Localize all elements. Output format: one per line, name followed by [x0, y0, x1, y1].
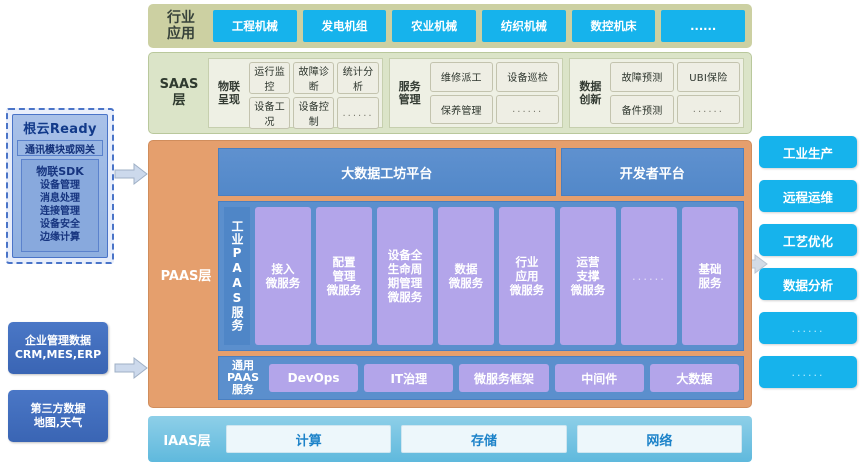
- saas-layer-label: SAAS 层: [156, 58, 202, 128]
- microservice-device-lifecycle-management[interactable]: 设备全生命周期管理微服务: [377, 207, 433, 345]
- iaas-layer-label: IAAS层: [163, 433, 211, 449]
- iaas-item-compute[interactable]: 计算: [226, 425, 392, 453]
- outcome-more[interactable]: ......: [759, 356, 857, 388]
- outcome-remote-operation-maintenance[interactable]: 远程运维: [759, 180, 857, 212]
- sdk-item: 边缘计算: [39, 232, 80, 243]
- iaas-item-storage[interactable]: 存储: [401, 425, 567, 453]
- iaas-layer-band: IAAS层 计算 存储 网络: [148, 416, 752, 462]
- industry-item-construction-machinery[interactable]: 工程机械: [213, 10, 297, 42]
- saas-cell-more[interactable]: ......: [676, 94, 741, 124]
- general-paas-services-label: 通用 PAAS 服务: [223, 360, 263, 396]
- general-service-middleware[interactable]: 中间件: [554, 364, 644, 392]
- outcome-process-optimization[interactable]: 工艺优化: [759, 224, 857, 256]
- outcome-data-analysis[interactable]: 数据分析: [759, 268, 857, 300]
- saas-cell-operation-monitoring[interactable]: 运行监控: [249, 62, 291, 94]
- microservice-config-management[interactable]: 配置管理微服务: [316, 207, 372, 345]
- saas-label-line2: 层: [172, 93, 186, 108]
- saas-cell-repair-dispatch[interactable]: 维修派工: [429, 62, 493, 92]
- general-service-microservice-framework[interactable]: 微服务框架: [459, 364, 549, 392]
- industrial-paas-services-label: 工业PAAS服务: [224, 207, 250, 345]
- saas-group-label-line2: 呈现: [218, 93, 240, 106]
- microservice-industry-application[interactable]: 行业应用微服务: [499, 207, 555, 345]
- third-party-data-line1: 第三方数据: [30, 402, 86, 415]
- paas-layer-label: PAAS层: [160, 268, 212, 284]
- outcome-industrial-production[interactable]: 工业生产: [759, 136, 857, 168]
- enterprise-data-line1: 企业管理数据: [25, 334, 91, 347]
- general-service-bigdata[interactable]: 大数据: [649, 364, 740, 392]
- microservice-more[interactable]: ......: [621, 207, 677, 345]
- general-paas-label-line1: 通用: [232, 359, 254, 372]
- saas-group-grid: 维修派工 设备巡检 保养管理 ......: [429, 62, 560, 124]
- saas-cell-equipment-condition[interactable]: 设备工况: [249, 97, 291, 129]
- third-party-data-card: 第三方数据 地图,天气: [8, 390, 108, 442]
- saas-group-label-line2: 创新: [579, 93, 602, 106]
- saas-group-label-line1: 服务: [398, 80, 421, 93]
- saas-group-data-innovation: 数据 创新 故障预测 UBI保险 备件预测 ......: [569, 58, 745, 128]
- saas-group-label-line1: 数据: [579, 80, 602, 93]
- paas-platform-row: 大数据工坊平台 开发者平台: [218, 148, 744, 196]
- iot-sdk-title: 物联SDK: [36, 165, 84, 178]
- sdk-item: 设备管理: [39, 180, 80, 191]
- arrow-right-icon: [114, 357, 148, 379]
- saas-group-grid: 运行监控 故障诊断 统计分析 设备工况 设备控制 ......: [249, 62, 379, 129]
- saas-cell-more[interactable]: ......: [496, 94, 560, 124]
- sdk-item: 设备安全: [39, 219, 80, 230]
- industry-item-cnc-machine[interactable]: 数控机床: [571, 10, 656, 42]
- genyun-ready-title: 根云Ready: [23, 122, 97, 137]
- industry-item-generator-set[interactable]: 发电机组: [302, 10, 387, 42]
- general-paas-label-line3: 服务: [232, 383, 254, 396]
- bigdata-workshop-platform[interactable]: 大数据工坊平台: [218, 148, 556, 196]
- industry-application-label: 行业 应用: [155, 9, 207, 43]
- enterprise-data-line2: CRM,MES,ERP: [14, 348, 102, 361]
- saas-group-label-line1: 物联: [218, 80, 240, 93]
- microservice-access[interactable]: 接入微服务: [255, 207, 311, 345]
- saas-group-iot-presentation: 物联 呈现 运行监控 故障诊断 统计分析 设备工况 设备控制 ......: [208, 58, 383, 129]
- industry-item-textile-machinery[interactable]: 纺织机械: [482, 10, 566, 42]
- general-service-it-governance[interactable]: IT治理: [364, 364, 454, 392]
- saas-cell-fault-prediction[interactable]: 故障预测: [610, 62, 674, 92]
- industrial-paas-services-row: 工业PAAS服务 接入微服务 配置管理微服务 设备全生命周期管理微服务 数据微服…: [218, 201, 744, 351]
- industry-label-line2: 应用: [167, 26, 195, 42]
- general-paas-label-line2: PAAS: [226, 371, 259, 384]
- industry-item-more[interactable]: ......: [661, 10, 746, 42]
- paas-content: 大数据工坊平台 开发者平台 工业PAAS服务 接入微服务 配置管理微服务 设备全…: [218, 148, 744, 400]
- general-service-devops[interactable]: DevOps: [269, 364, 359, 392]
- microservice-data[interactable]: 数据微服务: [438, 207, 494, 345]
- third-party-data-line2: 地图,天气: [33, 416, 83, 429]
- microservice-basic-services[interactable]: 基础服务: [682, 207, 738, 345]
- saas-group-grid: 故障预测 UBI保险 备件预测 ......: [610, 62, 741, 124]
- communication-module-gateway-label: 通讯模块或网关: [16, 140, 104, 156]
- paas-layer-box: PAAS层 大数据工坊平台 开发者平台 工业PAAS服务 接入微服务 配置管理微…: [148, 140, 752, 408]
- microservice-operation-support[interactable]: 运营支撑微服务: [560, 207, 616, 345]
- saas-layer-band: SAAS 层 物联 呈现 运行监控 故障诊断 统计分析 设备工况 设备控制 ..…: [148, 52, 752, 134]
- industry-application-band: 行业 应用 工程机械 发电机组 农业机械 纺织机械 数控机床 ......: [148, 4, 752, 48]
- saas-cell-statistical-analysis[interactable]: 统计分析: [337, 62, 379, 94]
- saas-group-service-management: 服务 管理 维修派工 设备巡检 保养管理 ......: [388, 58, 564, 128]
- developer-platform[interactable]: 开发者平台: [560, 148, 744, 196]
- saas-group-label: 服务 管理: [393, 80, 427, 106]
- sdk-item: 消息处理: [39, 193, 80, 204]
- industry-item-agricultural-machinery[interactable]: 农业机械: [392, 10, 477, 42]
- saas-cell-maintenance-management[interactable]: 保养管理: [429, 94, 493, 124]
- outcome-more[interactable]: ......: [759, 312, 857, 344]
- saas-group-label: 数据 创新: [573, 80, 607, 106]
- saas-cell-spare-parts-prediction[interactable]: 备件预测: [610, 94, 674, 124]
- saas-group-label-line2: 管理: [398, 93, 421, 106]
- saas-cell-more[interactable]: ......: [337, 97, 379, 129]
- enterprise-management-data-card: 企业管理数据 CRM,MES,ERP: [8, 322, 108, 374]
- saas-label-line1: SAAS: [159, 77, 199, 92]
- saas-group-label: 物联 呈现: [212, 80, 246, 106]
- saas-cell-equipment-inspection[interactable]: 设备巡检: [496, 62, 560, 92]
- iot-sdk-box: 物联SDK 设备管理 消息处理 连接管理 设备安全 边缘计算: [20, 159, 100, 252]
- saas-cell-equipment-control[interactable]: 设备控制: [293, 97, 335, 129]
- iaas-item-network[interactable]: 网络: [576, 425, 742, 453]
- industry-label-line1: 行业: [167, 10, 195, 26]
- saas-cell-ubi-insurance[interactable]: UBI保险: [676, 62, 741, 92]
- arrow-right-icon: [114, 163, 148, 185]
- saas-cell-fault-diagnosis[interactable]: 故障诊断: [293, 62, 335, 94]
- sdk-item: 连接管理: [39, 206, 80, 217]
- genyun-ready-inner: 根云Ready 通讯模块或网关 物联SDK 设备管理 消息处理 连接管理 设备安…: [12, 114, 108, 258]
- genyun-ready-panel: 根云Ready 通讯模块或网关 物联SDK 设备管理 消息处理 连接管理 设备安…: [6, 108, 114, 264]
- general-paas-services-row: 通用 PAAS 服务 DevOps IT治理 微服务框架 中间件 大数据: [218, 356, 744, 400]
